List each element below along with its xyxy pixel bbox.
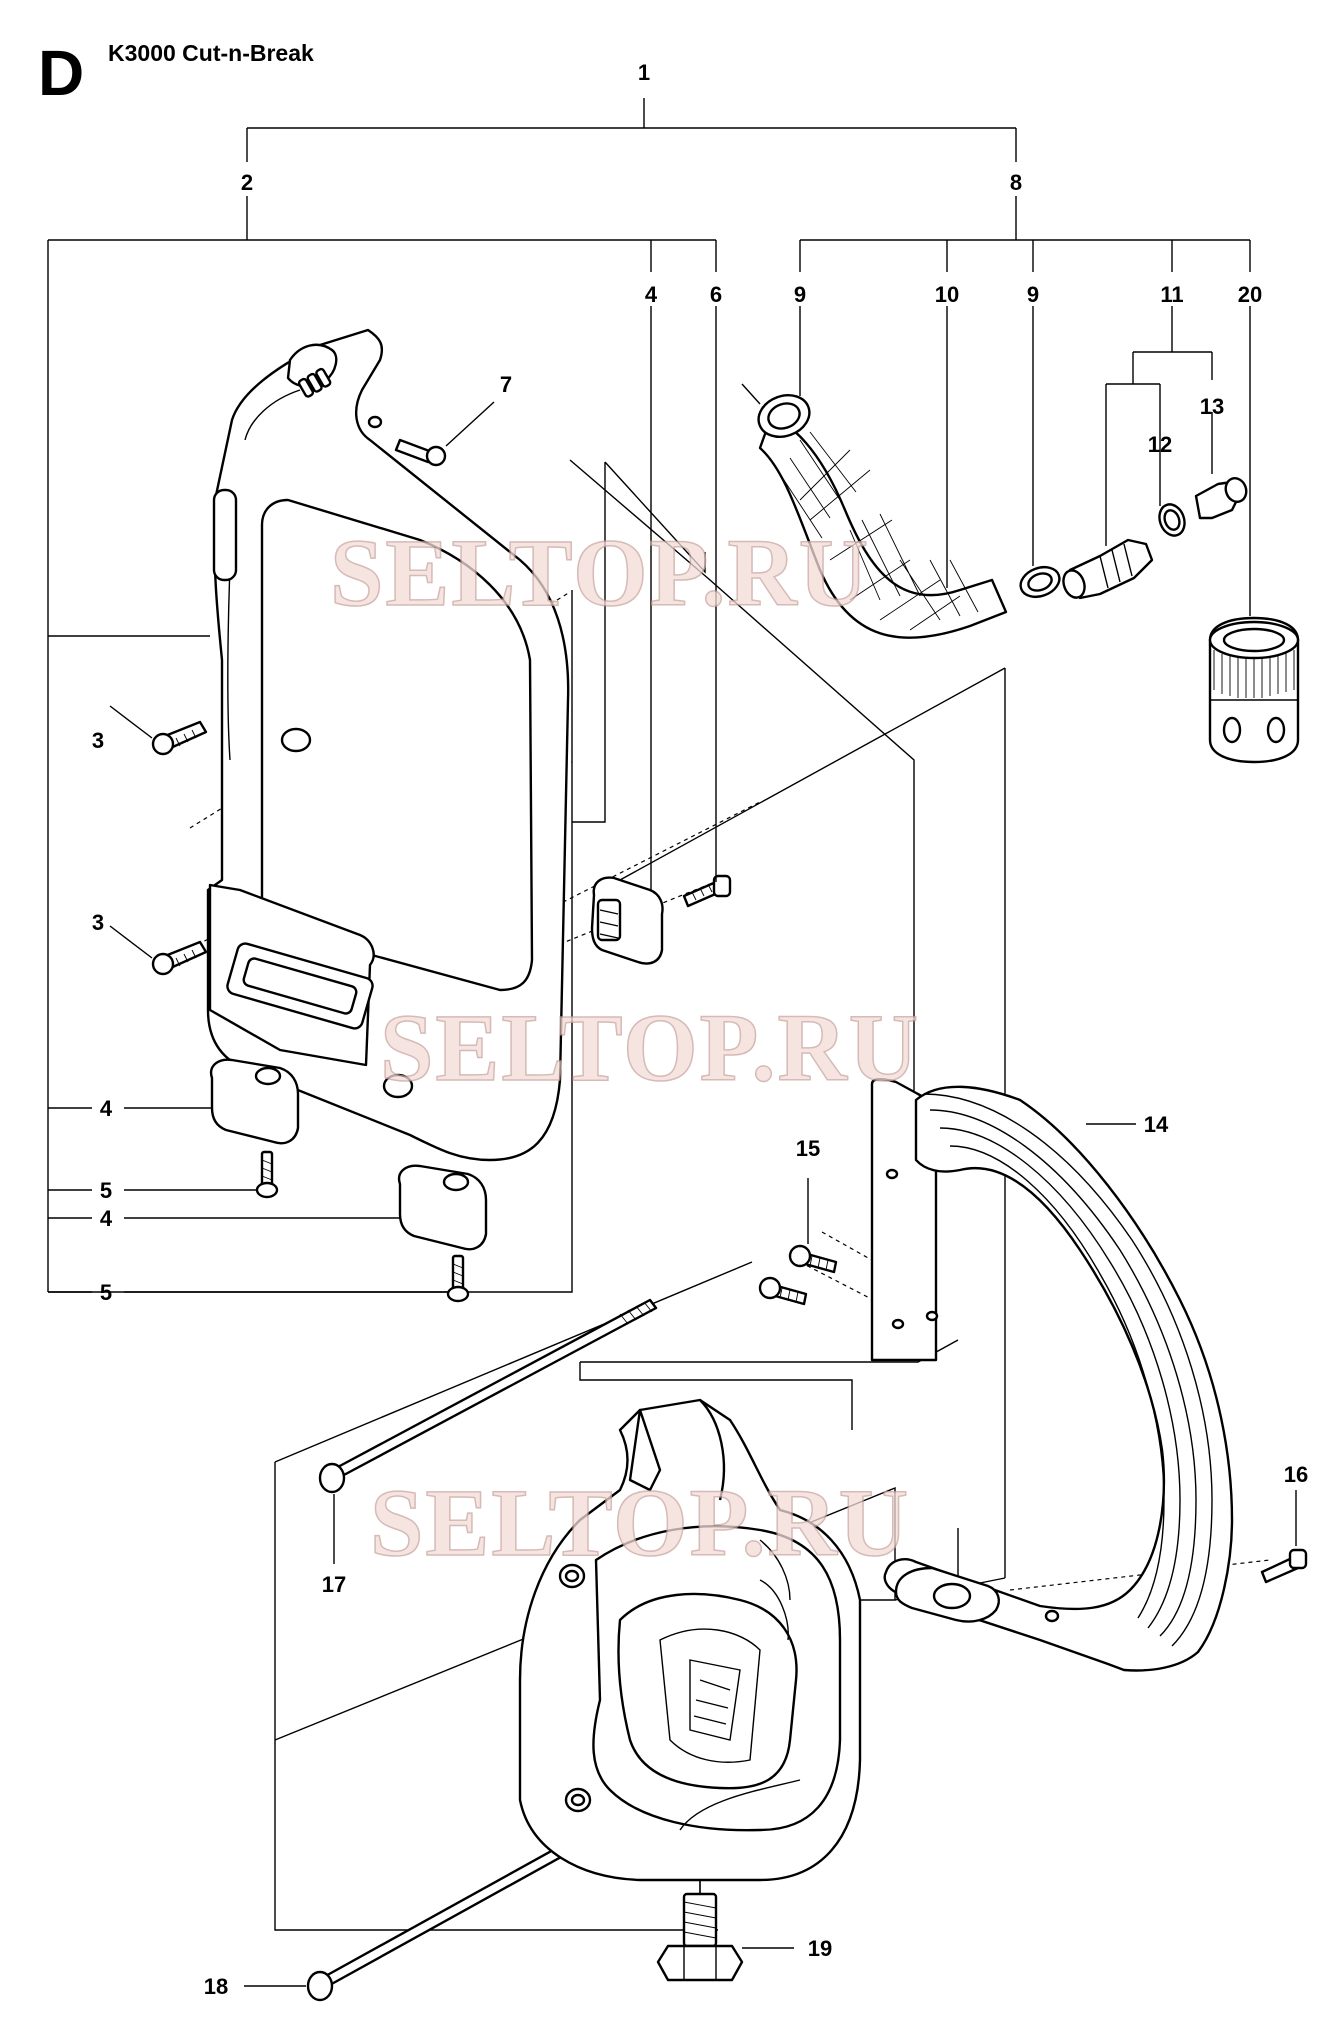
callout-4-top: 4 xyxy=(645,282,658,307)
screw-part-5-lower xyxy=(124,1254,470,1303)
callout-4-lower-foot: 4 xyxy=(100,1206,113,1231)
screw-part-15 xyxy=(758,1178,838,1306)
screw-part-5-upper xyxy=(124,1150,279,1199)
section-letter: D xyxy=(38,37,85,109)
screw-part-3-lower xyxy=(109,925,208,976)
watermark-2: SELTOP.RU xyxy=(380,994,920,1101)
clamp-part-9-right xyxy=(946,306,1061,599)
watermark-1: SELTOP.RU xyxy=(330,519,870,626)
screw-part-3-upper xyxy=(109,705,208,756)
callout-2: 2 xyxy=(241,170,253,195)
callout-9-right: 9 xyxy=(1027,282,1039,307)
hose-part-10 xyxy=(758,418,1008,639)
screw-part-16 xyxy=(1260,1490,1308,1584)
diagram-title: K3000 Cut-n-Break xyxy=(108,40,314,66)
screw-part-7 xyxy=(394,401,495,467)
callout-19: 19 xyxy=(808,1936,832,1961)
clip-part-4-center xyxy=(590,876,664,965)
nipple-part-13 xyxy=(1194,412,1248,520)
bolt-part-19 xyxy=(656,1892,794,1982)
callout-14: 14 xyxy=(1144,1112,1169,1137)
callout-5-upper: 5 xyxy=(100,1178,112,1203)
hierarchy-lines xyxy=(47,98,1251,1293)
callout-5-lower: 5 xyxy=(100,1280,112,1305)
callout-3-lower: 3 xyxy=(92,910,104,935)
callout-6: 6 xyxy=(710,282,722,307)
side-cover-part-2 xyxy=(206,328,570,1162)
callout-8: 8 xyxy=(1010,170,1022,195)
handle-part-14 xyxy=(870,1078,1234,1672)
callout-18: 18 xyxy=(204,1974,228,1999)
callout-17: 17 xyxy=(322,1572,346,1597)
callout-13: 13 xyxy=(1200,394,1224,419)
coupling-part-20 xyxy=(1208,306,1300,764)
callout-7: 7 xyxy=(500,372,512,397)
bolt-part-17 xyxy=(318,1298,658,1564)
callout-10: 10 xyxy=(935,282,959,307)
watermark-group: SELTOP.RU SELTOP.RU SELTOP.RU xyxy=(329,518,920,1577)
callout-20: 20 xyxy=(1238,282,1262,307)
callout-11: 11 xyxy=(1160,282,1183,307)
fan-housing xyxy=(518,1398,862,1882)
callout-9-left: 9 xyxy=(794,282,806,307)
callout-leaders xyxy=(650,420,1161,890)
callout-4-upper-foot: 4 xyxy=(100,1096,113,1121)
callout-16: 16 xyxy=(1284,1462,1308,1487)
o-ring-part-12 xyxy=(1158,503,1186,537)
callout-1: 1 xyxy=(638,60,650,85)
callout-3-upper: 3 xyxy=(92,728,104,753)
foot-part-4-upper xyxy=(124,1058,300,1145)
hose-end-part-9-left xyxy=(741,306,811,438)
callout-15: 15 xyxy=(796,1136,820,1161)
screw-part-6 xyxy=(682,874,732,908)
callout-12: 12 xyxy=(1148,432,1172,457)
watermark-3: SELTOP.RU xyxy=(370,1469,910,1576)
fitting-part-12 xyxy=(1062,538,1154,600)
callout-labels: 1 2 8 4 6 9 10 9 11 20 7 13 12 3 3 4 5 4… xyxy=(92,60,1308,1999)
foot-part-4-lower xyxy=(124,1164,488,1251)
